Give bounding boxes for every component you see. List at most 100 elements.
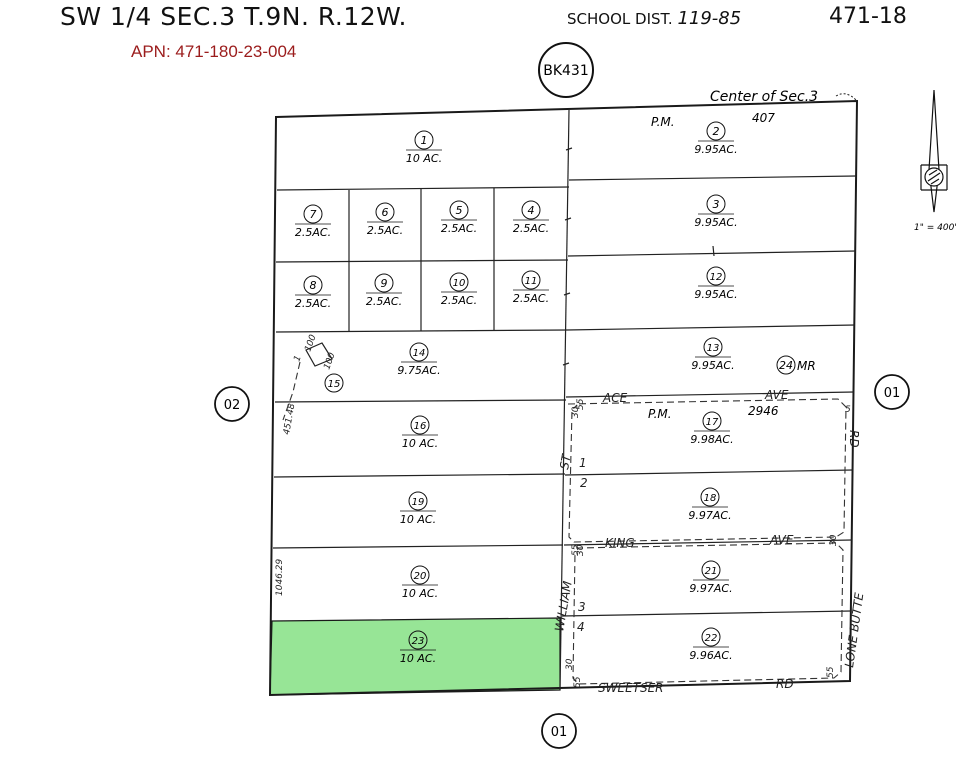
parcel-24-suffix: MR <box>797 359 816 373</box>
parcel-area: 9.97AC. <box>688 509 731 522</box>
parcel-number: 8 <box>310 279 317 292</box>
parcel-labels: 110 AC.29.95AC.39.95AC.42.5AC.52.5AC.62.… <box>295 121 738 665</box>
parcel-area: 9.75AC. <box>397 364 440 377</box>
parcel-area: 9.95AC. <box>694 288 737 301</box>
parcel-area: 9.95AC. <box>691 359 734 372</box>
parcel-number-circle <box>303 275 323 295</box>
parcel-17[interactable]: 179.98AC. <box>690 411 734 446</box>
dimension-55-d: 55 <box>826 666 836 678</box>
parcel-area: 9.95AC. <box>694 143 737 156</box>
parcel-12[interactable]: 12 9.95AC. <box>694 266 738 301</box>
parcel-number-circle <box>374 273 394 293</box>
book-reference-label: BK431 <box>543 63 589 79</box>
parcel-24-number: 24 <box>779 359 793 372</box>
parcel-15[interactable]: 15 <box>324 373 344 393</box>
center-marker <box>835 93 857 101</box>
dimension-55-a: 55 <box>576 398 586 410</box>
pm-label-top: P.M. <box>651 115 675 129</box>
parcel-number-circle <box>409 342 429 362</box>
parcel-19[interactable]: 19 10 AC. <box>400 491 436 526</box>
parcel-number: 22 <box>705 633 718 644</box>
street-ace: ACE <box>602 391 628 405</box>
parcel-number: 5 <box>456 204 463 217</box>
parcel-1[interactable]: 1 10 AC. <box>406 130 442 165</box>
parcel-number: 12 <box>710 272 723 283</box>
dimension-451-48: 451.48 <box>282 403 297 436</box>
parcel-number: 3 <box>713 198 720 211</box>
parcel-number: 18 <box>704 493 717 504</box>
parcel-number: 6 <box>382 206 389 219</box>
parcel-area: 2.5AC. <box>295 226 331 239</box>
parcel-7[interactable]: 7 2.5AC. <box>295 204 331 239</box>
dimension-5: 5 <box>845 405 851 415</box>
parcel-number: 10 <box>453 278 466 289</box>
street-lone-butte-rd: RD <box>847 430 861 448</box>
parcel-number-circle <box>521 270 541 290</box>
adjacent-map-left-label: 02 <box>224 398 241 413</box>
street-sweetser-rd: RD <box>776 677 794 691</box>
dimension-30-a: 30 <box>571 406 581 418</box>
parcel-number-circle <box>702 411 722 431</box>
parcel-area: 2.5AC. <box>366 295 402 308</box>
parcel-number-circle <box>706 194 726 214</box>
parcel-3[interactable]: 39.95AC. <box>694 194 738 229</box>
parcel-2[interactable]: 2 9.95AC. <box>694 121 738 156</box>
parcel-area: 2.5AC. <box>367 224 403 237</box>
parcel-number: 19 <box>412 497 425 508</box>
parcel-area: 10 AC. <box>406 152 442 165</box>
parcel-14[interactable]: 14 9.75AC. <box>397 342 441 377</box>
parcel-number: 1 <box>421 134 428 147</box>
tract-number-1: 1 <box>579 456 587 470</box>
parcel-number-circle <box>408 491 428 511</box>
parcel-24[interactable]: 24 MR <box>776 355 816 375</box>
parcel-lines <box>272 109 857 691</box>
center-of-section-label: Center of Sec.3 <box>710 89 818 105</box>
parcel-area: 2.5AC. <box>441 294 477 307</box>
tract-number-2: 2 <box>580 476 588 490</box>
dimension-30-d: 30 <box>565 658 575 670</box>
parcel-number-circle <box>701 560 721 580</box>
parcel-number: 14 <box>413 348 426 359</box>
school-district-value: 119-85 <box>677 8 742 29</box>
parcel-4[interactable]: 42.5AC. <box>513 200 549 235</box>
parcel-9[interactable]: 92.5AC. <box>366 273 402 308</box>
parcel-8[interactable]: 82.5AC. <box>295 275 331 310</box>
parcel-number-circle <box>410 415 430 435</box>
pm-number-mid: 2946 <box>748 404 779 418</box>
parcel-11[interactable]: 112.5AC. <box>513 270 549 305</box>
parcel-number: 16 <box>414 421 427 432</box>
parcel-number-circle <box>408 630 428 650</box>
parcel-6[interactable]: 6 2.5AC. <box>367 202 403 237</box>
parcel-10[interactable]: 10 2.5AC. <box>441 272 477 307</box>
parcel-number-circle <box>521 200 541 220</box>
parcel-number-circle <box>706 121 726 141</box>
parcel-13[interactable]: 139.95AC. <box>691 337 735 372</box>
adjacent-map-right[interactable]: 01 <box>874 374 910 410</box>
parcel-21[interactable]: 219.97AC. <box>689 560 733 595</box>
parcel-number: 17 <box>706 417 719 428</box>
parcel-area: 10 AC. <box>402 587 438 600</box>
road-easements <box>282 361 847 685</box>
adjacent-map-left[interactable]: 02 <box>214 386 250 422</box>
adjacent-map-bottom[interactable]: 01 <box>541 713 577 749</box>
parcel-area: 10 AC. <box>400 513 436 526</box>
dimension-1046-29: 1046.29 <box>275 559 285 596</box>
dimension-30-c: 30 <box>829 534 839 546</box>
parcel-number-circle <box>700 487 720 507</box>
parcel-number-circle <box>303 204 323 224</box>
parcel-18[interactable]: 18 9.97AC. <box>688 487 732 522</box>
parcel-22[interactable]: 229.96AC. <box>689 627 733 662</box>
parcel-number: 2 <box>713 125 720 138</box>
dimension-100-b: 100 <box>322 351 337 371</box>
parcel-5[interactable]: 52.5AC. <box>441 200 477 235</box>
parcel-number-circle <box>414 130 434 150</box>
tick-marks <box>562 147 715 366</box>
parcel-number: 11 <box>525 276 538 287</box>
parcel-number: 7 <box>310 208 317 221</box>
parcel-number-circle <box>701 627 721 647</box>
street-ace-ave: AVE <box>764 388 789 402</box>
